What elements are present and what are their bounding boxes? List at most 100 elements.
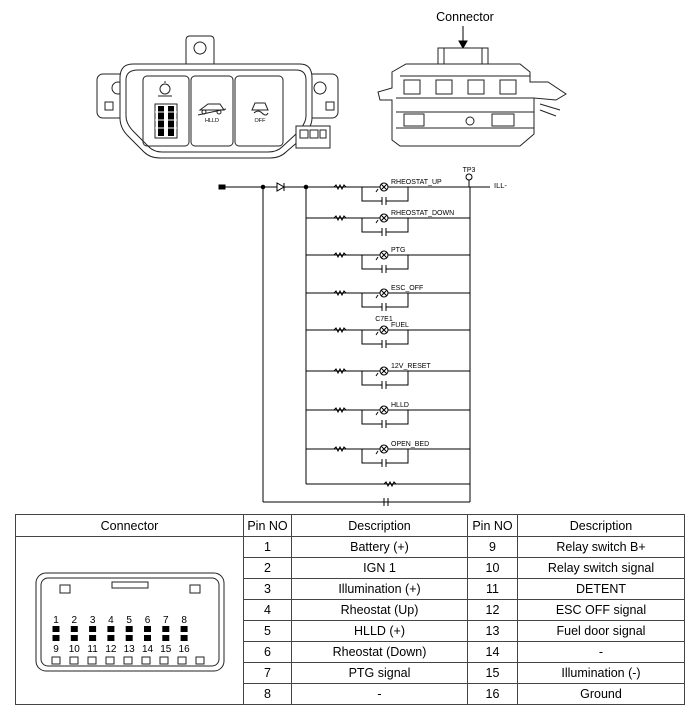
pin-label: 13 bbox=[123, 644, 135, 655]
pin-number: 7 bbox=[243, 662, 292, 684]
pin-cavity bbox=[106, 634, 114, 641]
pin-description: Rheostat (Down) bbox=[291, 641, 468, 663]
header-connector: Connector bbox=[15, 514, 244, 537]
pin-number: 16 bbox=[467, 683, 518, 705]
pin-number: 4 bbox=[243, 599, 292, 621]
pin-cavity bbox=[180, 625, 188, 632]
pin-cavity bbox=[70, 625, 78, 632]
circuit-schematic: TP3 ILL- C7E1 RHEOSTAT_UPRHEOSTAT_DOWNPT… bbox=[218, 167, 507, 506]
lamp-label: RHEOSTAT_DOWN bbox=[391, 210, 454, 217]
pin-label: 10 bbox=[68, 644, 80, 655]
header-description: Description bbox=[291, 514, 468, 537]
lamp-rung: HLLD bbox=[306, 402, 470, 428]
capacitor-icon bbox=[381, 381, 387, 389]
capacitor-icon bbox=[381, 265, 387, 273]
pin-description: ESC OFF signal bbox=[517, 599, 685, 621]
capacitor-icon bbox=[381, 228, 387, 236]
lamp-icon bbox=[375, 213, 389, 224]
capacitor-icon bbox=[381, 197, 387, 205]
lamp-icon bbox=[375, 405, 389, 416]
pin-label: 6 bbox=[144, 615, 150, 626]
lamp-rung: ESC_OFF bbox=[306, 285, 470, 311]
pin-description: Battery (+) bbox=[291, 536, 468, 558]
pin-description: Relay switch signal bbox=[517, 557, 685, 579]
pin-description: PTG signal bbox=[291, 662, 468, 684]
c7e1-label: C7E1 bbox=[375, 316, 393, 323]
pin-cavity bbox=[143, 634, 151, 641]
pin-description: Rheostat (Up) bbox=[291, 599, 468, 621]
pin-cavity bbox=[161, 634, 169, 641]
tp3-label: TP3 bbox=[463, 167, 476, 174]
header-pin-no-2: Pin NO bbox=[467, 514, 518, 537]
pin-label: 8 bbox=[181, 615, 187, 626]
pin-number: 3 bbox=[243, 578, 292, 600]
resistor-icon bbox=[333, 445, 347, 453]
pin-table-header: Connector Pin NO Description Pin NO Desc… bbox=[15, 514, 685, 537]
pin-description: Ground bbox=[517, 683, 685, 705]
resistor-icon bbox=[333, 183, 347, 191]
diode-icon bbox=[276, 182, 286, 192]
lamp-rung: RHEOSTAT_DOWN bbox=[306, 210, 470, 236]
resistor-icon bbox=[333, 289, 347, 297]
pin-label: 14 bbox=[141, 644, 153, 655]
pin-cavity bbox=[52, 625, 59, 632]
lamp-rung: OPEN_BED bbox=[306, 441, 470, 467]
pin-cavity bbox=[125, 634, 133, 641]
lamp-label: FUEL bbox=[391, 322, 409, 329]
resistor-icon bbox=[333, 251, 347, 259]
lamp-icon bbox=[375, 325, 389, 336]
pin-description: Illumination (-) bbox=[517, 662, 685, 684]
pin-description: IGN 1 bbox=[291, 557, 468, 579]
pin-label: 5 bbox=[126, 615, 132, 626]
pin-number: 12 bbox=[467, 599, 518, 621]
lamp-label: OPEN_BED bbox=[391, 441, 429, 448]
pin-number: 9 bbox=[467, 536, 518, 558]
pin-cavity bbox=[88, 625, 96, 632]
lamp-label: RHEOSTAT_UP bbox=[391, 179, 442, 186]
lamp-icon bbox=[375, 250, 389, 261]
switch-front-view: HLLD OFF bbox=[96, 35, 339, 159]
pin-description: HLLD (+) bbox=[291, 620, 468, 642]
pin-description: - bbox=[291, 683, 468, 705]
terminal-icon bbox=[218, 184, 226, 190]
pin-cavity bbox=[180, 634, 188, 641]
pin-label: 1 bbox=[53, 615, 59, 626]
lamp-icon bbox=[158, 81, 172, 97]
capacitor-icon bbox=[381, 459, 387, 467]
pin-description: DETENT bbox=[517, 578, 685, 600]
pin-number: 1 bbox=[243, 536, 292, 558]
pin-number: 11 bbox=[467, 578, 518, 600]
resistor-icon bbox=[333, 214, 347, 222]
pin-description: - bbox=[517, 641, 685, 663]
resistor-icon bbox=[333, 326, 347, 334]
pin-description: Illumination (+) bbox=[291, 578, 468, 600]
resistor-icon bbox=[333, 406, 347, 414]
lamp-label: 12V_RESET bbox=[391, 363, 431, 370]
pin-cavity bbox=[143, 625, 151, 632]
lamp-icon bbox=[375, 288, 389, 299]
callout-arrow-icon bbox=[458, 26, 468, 50]
pin-description: Fuel door signal bbox=[517, 620, 685, 642]
hlld-button-label: HLLD bbox=[205, 118, 219, 124]
pin-label: 16 bbox=[178, 644, 190, 655]
capacitor-icon bbox=[381, 340, 387, 348]
pin-cavity bbox=[52, 634, 59, 641]
pin-label: 4 bbox=[108, 615, 114, 626]
lamp-rung: FUEL bbox=[306, 322, 470, 348]
connector-callout-label: Connector bbox=[436, 10, 494, 24]
pin-number: 13 bbox=[467, 620, 518, 642]
ill-minus-label: ILL- bbox=[494, 181, 507, 190]
pin-table: Connector Pin NO Description Pin NO Desc… bbox=[15, 514, 685, 705]
pin-label: 11 bbox=[87, 644, 98, 655]
header-pin-no: Pin NO bbox=[243, 514, 292, 537]
pin-cavity bbox=[88, 634, 96, 641]
pin-number: 2 bbox=[243, 557, 292, 579]
lamp-label: ESC_OFF bbox=[391, 285, 423, 292]
pin-number: 8 bbox=[243, 683, 292, 705]
lamp-rung: 12V_RESET bbox=[306, 363, 470, 389]
